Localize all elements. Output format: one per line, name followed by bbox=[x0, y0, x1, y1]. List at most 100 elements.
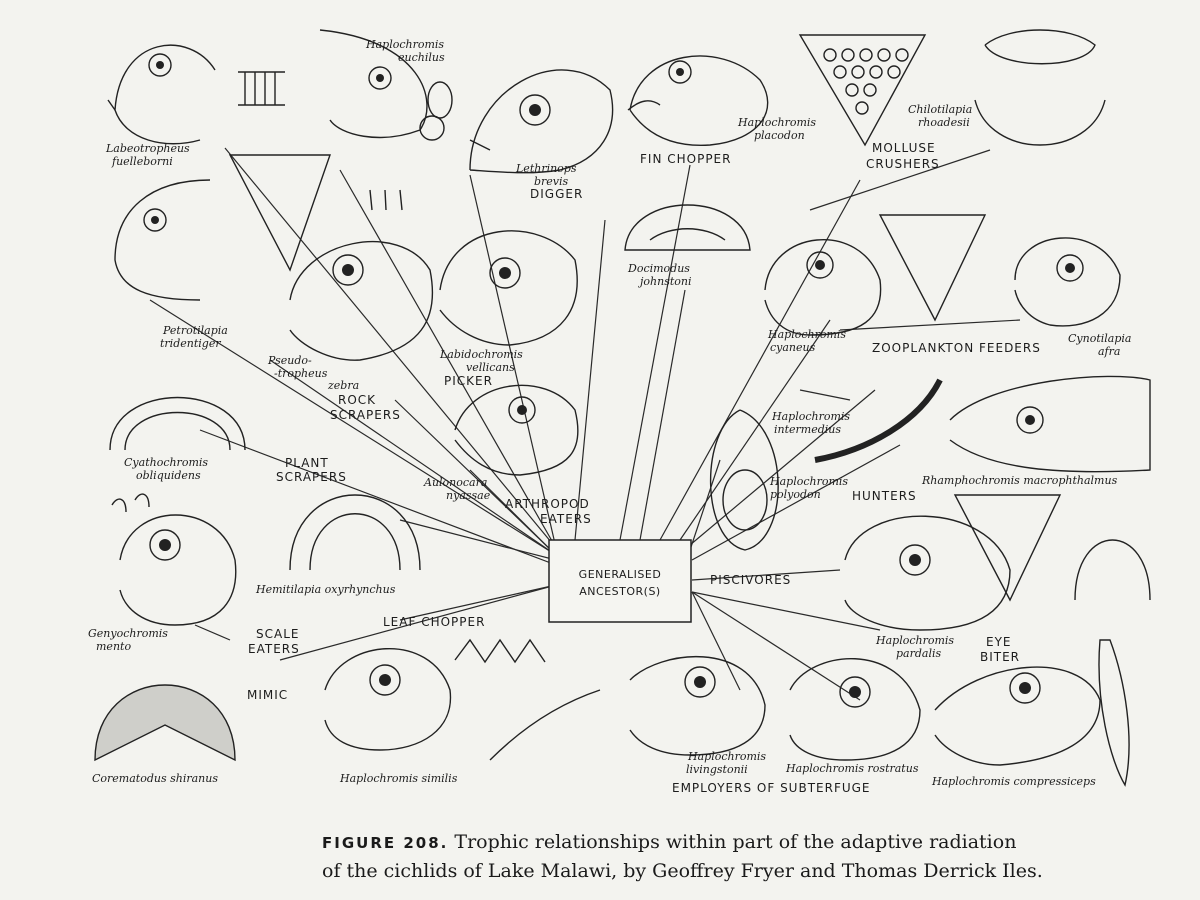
species-cyathochromis-line2: obliquidens bbox=[136, 469, 201, 482]
species-similis: Haplochromis similis bbox=[339, 772, 458, 785]
species-hemitilapia: Hemitilapia oxyrhynchus bbox=[255, 583, 396, 596]
species-corematodus: Corematodus shiranus bbox=[92, 772, 218, 785]
species-cyathochromis-line1: Cyathochromis bbox=[124, 456, 208, 469]
species-rhamphochromis: Rhamphochromis macrophthalmus bbox=[921, 474, 1118, 487]
hemitilapia-jaw-drawing bbox=[289, 494, 421, 571]
hunter-pharyngeal-drawing bbox=[953, 494, 1151, 602]
placodon-head-drawing bbox=[627, 55, 769, 147]
figure-number: FIGURE 208. bbox=[322, 834, 449, 852]
species-pseudo-line3: zebra bbox=[327, 379, 359, 392]
species-labidochromis-line1: Labidochromis bbox=[439, 348, 523, 361]
label-mimic: MIMIC bbox=[247, 688, 288, 702]
cynotilapia-head-drawing bbox=[1014, 237, 1121, 327]
label-molluse-line2: CRUSHERS bbox=[866, 157, 940, 171]
labidochromis-head-drawing bbox=[439, 230, 578, 346]
trophic-group-labels: FIN CHOPPER MOLLUSE CRUSHERS DIGGER ROCK… bbox=[247, 141, 1041, 795]
cyathochromis-jaw-drawing bbox=[109, 396, 246, 451]
species-euchilus-line1: Haplochromis bbox=[365, 38, 444, 51]
label-zooplankton: ZOOPLANKTON FEEDERS bbox=[872, 341, 1041, 355]
species-aulonocara-line1: Aulonocara bbox=[423, 476, 487, 489]
species-pseudo-line1: Pseudo- bbox=[267, 354, 312, 367]
species-genyochromis-line2: mento bbox=[96, 640, 131, 653]
species-compressiceps: Haplochromis compressiceps bbox=[931, 775, 1096, 788]
radiating-lines bbox=[149, 147, 1021, 701]
species-docimodus-line2: johnstoni bbox=[637, 275, 692, 288]
species-rostratus: Haplochromis rostratus bbox=[785, 762, 919, 775]
label-arthropod-line1: ARTHROPOD bbox=[505, 497, 590, 511]
species-intermedius-line2: intermedius bbox=[774, 423, 841, 436]
species-labidochromis-line2: vellicans bbox=[466, 361, 515, 374]
polyodon-head-drawing bbox=[709, 409, 779, 551]
generalised-ancestor-box: GENERALISED ANCESTOR(S) bbox=[548, 539, 692, 623]
label-plant-line1: PLANT bbox=[285, 456, 329, 470]
species-cynotilapia-line1: Cynotilapia bbox=[1068, 332, 1131, 345]
label-eye-line2: BITER bbox=[980, 650, 1020, 664]
chilotilapia-jaws-drawing bbox=[974, 29, 1106, 146]
labeotropheus-head-drawing bbox=[107, 44, 285, 145]
label-scale-line1: SCALE bbox=[256, 627, 299, 641]
caption-line2: of the cichlids of Lake Malawi, by Geoff… bbox=[322, 860, 1043, 882]
species-labeo-line2: fuelleborni bbox=[111, 155, 173, 168]
label-rock-line2: SCRAPERS bbox=[330, 408, 401, 422]
rostratus-head-drawing bbox=[789, 657, 921, 761]
trophic-radiation-diagram: GENERALISED ANCESTOR(S) bbox=[88, 29, 1151, 795]
pardalis-head-drawing bbox=[844, 515, 1011, 631]
species-lethrinops-line1: Lethrinops bbox=[515, 162, 577, 175]
label-arthropod-line2: EATERS bbox=[540, 512, 592, 526]
label-molluse-line1: MOLLUSE bbox=[872, 141, 936, 155]
species-docimodus-line1: Docimodus bbox=[627, 262, 690, 275]
species-livingstonii-line1: Haplochromis bbox=[687, 750, 766, 763]
species-polyodon-line1: Haplochromis bbox=[769, 475, 848, 488]
label-fin-chopper: FIN CHOPPER bbox=[640, 152, 731, 166]
rock-scraper-pharyngeal-drawing bbox=[228, 154, 331, 272]
lethrinops-head-drawing bbox=[469, 69, 614, 174]
petrotilapia-head-drawing bbox=[114, 179, 211, 301]
label-subterfuge: EMPLOYERS OF SUBTERFUGE bbox=[672, 781, 871, 795]
illustrations bbox=[94, 29, 1151, 787]
pharyngeal-bone-drawing bbox=[798, 34, 927, 147]
cyaneus-head-drawing bbox=[764, 214, 987, 336]
pseudotropheus-head-drawing bbox=[289, 189, 434, 361]
label-piscivores: PISCIVORES bbox=[710, 573, 791, 587]
rhamphochromis-head-drawing bbox=[949, 375, 1151, 473]
species-cyaneus-line1: Haplochromis bbox=[767, 328, 846, 341]
species-placodon-line2: placodon bbox=[754, 129, 805, 142]
similis-head-drawing bbox=[324, 647, 452, 751]
species-euchilus-line2: euchilus bbox=[398, 51, 445, 64]
label-plant-line2: SCRAPERS bbox=[276, 470, 347, 484]
figure-caption: FIGURE 208. Trophic relationships within… bbox=[322, 828, 1082, 885]
species-petrotilapia-line2: tridentiger bbox=[160, 337, 221, 350]
species-polyodon-line2: polyodon bbox=[770, 488, 821, 501]
species-labels: Labeotropheus fuelleborni Haplochromis e… bbox=[88, 38, 1131, 788]
aulonocara-head-drawing bbox=[454, 384, 579, 476]
genyochromis-head-drawing bbox=[111, 493, 237, 626]
species-petrotilapia-line1: Petrotilapia bbox=[162, 324, 228, 337]
label-scale-line2: EATERS bbox=[248, 642, 300, 656]
species-pardalis-line1: Haplochromis bbox=[875, 634, 954, 647]
caption-line1: Trophic relationships within part of the… bbox=[448, 831, 1017, 853]
label-rock-line1: ROCK bbox=[338, 393, 376, 407]
species-pseudo-line2: -tropheus bbox=[274, 367, 328, 380]
species-chilotilapia-line1: Chilotilapia bbox=[908, 103, 972, 116]
corematodus-jaw-drawing bbox=[94, 684, 236, 762]
species-lethrinops-line2: brevis bbox=[534, 175, 569, 188]
species-cyaneus-line2: cyaneus bbox=[770, 341, 816, 354]
label-eye-line1: EYE bbox=[986, 635, 1012, 649]
species-aulonocara-line2: nyassae bbox=[446, 489, 491, 502]
compressiceps-head-drawing bbox=[934, 639, 1130, 787]
label-hunters: HUNTERS bbox=[852, 489, 917, 503]
species-labeo-line1: Labeotropheus bbox=[105, 142, 190, 155]
species-genyochromis-line1: Genyochromis bbox=[88, 627, 168, 640]
center-label-line1: GENERALISED bbox=[579, 568, 662, 581]
species-cynotilapia-line2: afra bbox=[1098, 345, 1120, 358]
euchilus-head-drawing bbox=[319, 29, 453, 141]
label-digger: DIGGER bbox=[530, 187, 583, 201]
species-chilotilapia-line2: rhoadesii bbox=[918, 116, 970, 129]
species-intermedius-line1: Haplochromis bbox=[771, 410, 850, 423]
label-picker: PICKER bbox=[444, 374, 493, 388]
center-label-line2: ANCESTOR(S) bbox=[579, 585, 660, 598]
species-pardalis-line2: pardalis bbox=[896, 647, 941, 660]
label-leaf-chopper: LEAF CHOPPER bbox=[383, 615, 485, 629]
livingstonii-head-drawing bbox=[629, 655, 766, 756]
